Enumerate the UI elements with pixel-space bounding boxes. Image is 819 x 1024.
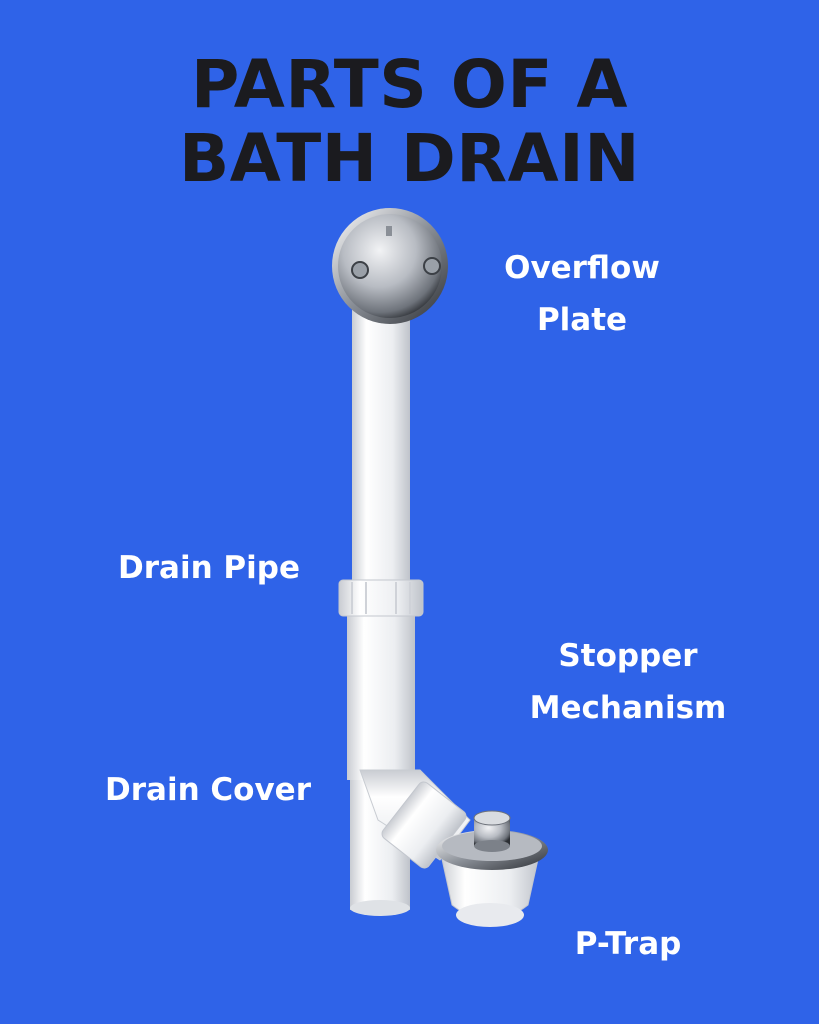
label-stopper-line-2: Mechanism (529, 690, 727, 726)
title-line-1: PARTS OF A (190, 46, 629, 123)
label-overflow-line-2: Plate (536, 302, 628, 338)
label-overflow-line-1: Overflow (504, 250, 660, 286)
title-line-2: BATH DRAIN (179, 120, 640, 197)
label-drain-pipe: Drain Pipe (108, 542, 310, 594)
drain-cover (436, 810, 548, 870)
overflow-plate (332, 208, 448, 324)
label-stopper-line-1: Stopper (558, 638, 698, 674)
label-p-trap: P-Trap (562, 918, 694, 970)
coupling-nut (338, 579, 424, 617)
label-drain-cover-text: Drain Cover (105, 772, 311, 808)
label-drain-pipe-text: Drain Pipe (118, 550, 300, 586)
label-drain-cover: Drain Cover (92, 764, 324, 816)
elbow-branch (359, 769, 471, 869)
drain-pipe (347, 300, 415, 916)
label-stopper-mechanism: Stopper Mechanism (515, 630, 741, 734)
page-title: PARTS OF A BATH DRAIN (0, 48, 819, 196)
label-overflow-plate: Overflow Plate (494, 242, 670, 346)
label-p-trap-text: P-Trap (574, 926, 682, 962)
